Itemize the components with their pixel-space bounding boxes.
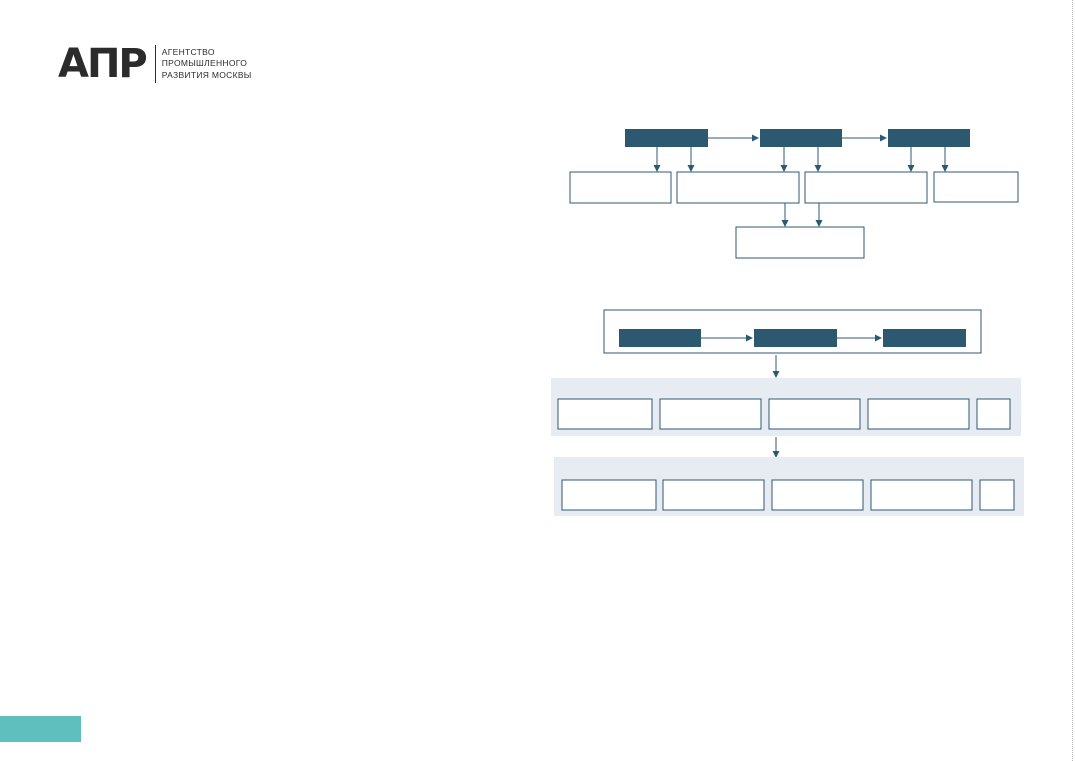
band-1-box-1 <box>557 398 653 430</box>
band-1-box-5 <box>976 398 1011 430</box>
top-stage-box-2 <box>760 129 842 147</box>
logo-text: АГЕНТСТВО ПРОМЫШЛЕННОГО РАЗВИТИЯ МОСКВЫ <box>162 47 252 82</box>
band-2-box-2 <box>662 479 765 511</box>
band-1-box-4 <box>867 398 970 430</box>
top-stage-box-3 <box>888 129 970 147</box>
top-output-box-2 <box>676 171 800 204</box>
logo-line-3: РАЗВИТИЯ МОСКВЫ <box>161 69 252 80</box>
logo-line-1: АГЕНТСТВО <box>161 46 215 57</box>
logo-separator <box>154 45 156 83</box>
top-result-box <box>735 226 865 259</box>
band-2-box-4 <box>870 479 973 511</box>
band-2-box-5 <box>979 479 1015 511</box>
top-stage-box-1 <box>625 129 708 147</box>
logo-line-2: ПРОМЫШЛЕННОГО <box>161 58 248 69</box>
bottom-stage-box-1 <box>619 329 701 347</box>
bottom-diagram <box>551 309 1024 516</box>
page-edge-dotted-line <box>1072 0 1073 761</box>
top-output-box-1 <box>569 171 672 204</box>
band-2-box-3 <box>771 479 864 511</box>
bottom-stage-box-2 <box>754 329 837 347</box>
top-output-box-4 <box>933 171 1019 203</box>
band-2-box-1 <box>561 479 657 511</box>
band-1-box-2 <box>659 398 762 430</box>
top-output-box-3 <box>804 171 928 204</box>
accent-bar <box>0 716 81 742</box>
apr-logo: АПР АГЕНТСТВО ПРОМЫШЛЕННОГО РАЗВИТИЯ МОС… <box>58 44 252 84</box>
top-diagram <box>569 129 1019 259</box>
bottom-stage-box-3 <box>883 329 966 347</box>
band-1-box-3 <box>768 398 861 430</box>
logo-mark: АПР <box>58 41 148 87</box>
